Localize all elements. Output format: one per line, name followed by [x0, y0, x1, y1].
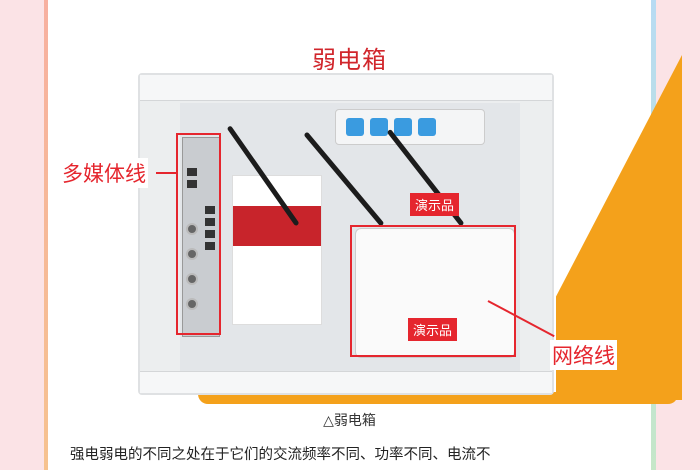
demo-tag: 演示品 [408, 318, 458, 341]
body-paragraph: 强电弱电的不同之处在于它们的交流频率不同、功率不同、电流不 [70, 447, 491, 463]
demo-tag: 演示品 [410, 193, 460, 216]
router-highlight [350, 225, 516, 357]
left-border-stripe [44, 0, 48, 470]
network-label: 网络线 [550, 340, 617, 370]
article-page: 弱电箱 多媒体线 网络线 演示品 演示品 △弱电箱 强电弱电的不同之处在于它们的… [48, 0, 682, 470]
figure-title: 弱电箱 [312, 46, 387, 74]
orange-backdrop-base [198, 392, 678, 404]
box-bottom-edge [140, 371, 552, 393]
multimedia-pointer [156, 172, 178, 174]
box-lid [140, 75, 552, 101]
multimedia-module [182, 137, 220, 337]
multimedia-label: 多媒体线 [60, 158, 148, 188]
multimedia-highlight [176, 133, 221, 335]
figure-caption: △弱电箱 [323, 413, 376, 429]
power-strip [335, 109, 485, 145]
